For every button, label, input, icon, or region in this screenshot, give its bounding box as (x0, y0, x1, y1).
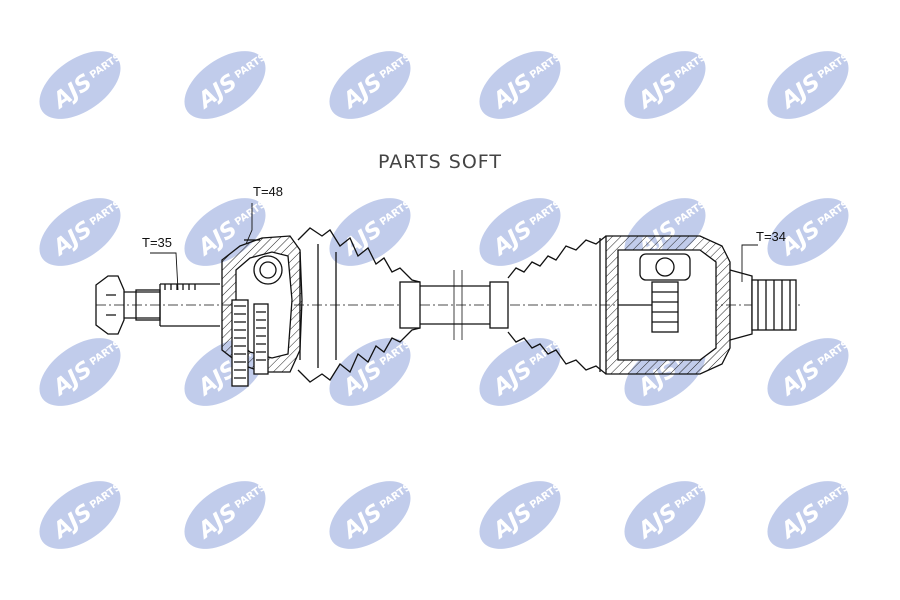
drive-shaft (95, 203, 800, 387)
label-t35: T=35 (142, 235, 172, 250)
outer-cv-joint (221, 235, 303, 387)
inner-tripod-joint (605, 235, 731, 375)
leader-lines (150, 203, 758, 291)
outer-hub-flange (95, 275, 220, 335)
inner-boot (507, 235, 607, 375)
abs-ring (231, 299, 269, 387)
inner-stub-shaft (729, 269, 797, 341)
outer-boot (297, 227, 421, 383)
shaft (399, 270, 509, 340)
label-t34: T=34 (756, 229, 786, 244)
label-t48: T=48 (253, 184, 283, 199)
brand-text: PARTS SOFT (378, 151, 502, 173)
